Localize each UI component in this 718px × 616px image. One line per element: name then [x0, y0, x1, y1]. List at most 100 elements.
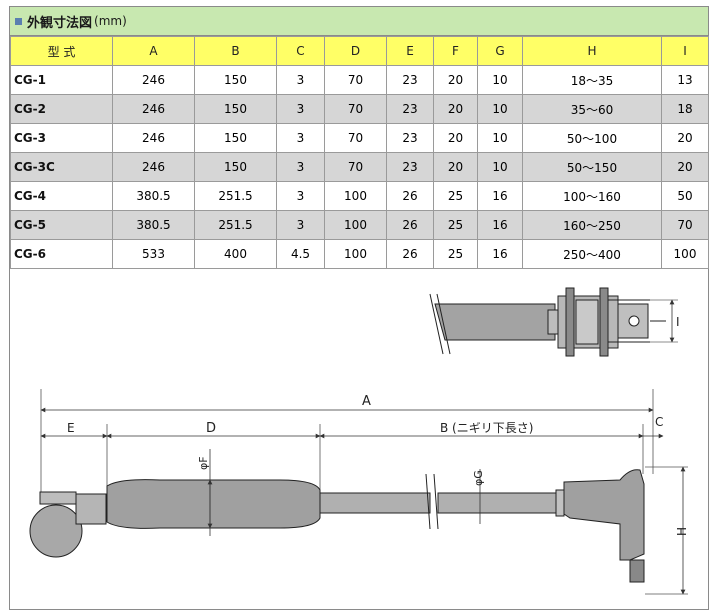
value-cell: 25: [433, 239, 478, 269]
value-cell: 26: [386, 239, 434, 269]
label-a: A: [362, 394, 371, 409]
column-header: E: [386, 36, 434, 66]
value-cell: 20: [433, 94, 478, 124]
value-cell: 150: [194, 152, 277, 182]
value-cell: 3: [276, 65, 325, 95]
value-cell: 160～250: [522, 210, 662, 240]
value-cell: 246: [112, 65, 195, 95]
value-cell: 50～100: [522, 123, 662, 153]
value-cell: 13: [661, 65, 709, 95]
column-header: I: [661, 36, 709, 66]
model-cell: CG-1: [10, 65, 113, 95]
value-cell: 100: [661, 239, 709, 269]
value-cell: 3: [276, 181, 325, 211]
square-bullet-icon: [15, 17, 22, 25]
value-cell: 246: [112, 94, 195, 124]
value-cell: 50～150: [522, 152, 662, 182]
value-cell: 400: [194, 239, 277, 269]
value-cell: 70: [324, 152, 387, 182]
model-cell: CG-5: [10, 210, 113, 240]
panel-title: 外観寸法図: [27, 15, 93, 31]
model-cell: CG-3C: [10, 152, 113, 182]
value-cell: 10: [477, 94, 523, 124]
value-cell: 150: [194, 123, 277, 153]
value-cell: 25: [433, 181, 478, 211]
panel-title-unit: (mm): [94, 14, 127, 28]
value-cell: 20: [433, 152, 478, 182]
label-d: D: [206, 421, 216, 436]
value-cell: 25: [433, 210, 478, 240]
column-header: F: [433, 36, 478, 66]
value-cell: 70: [324, 65, 387, 95]
value-cell: 3: [276, 94, 325, 124]
value-cell: 23: [386, 94, 434, 124]
value-cell: 4.5: [276, 239, 325, 269]
value-cell: 250～400: [522, 239, 662, 269]
value-cell: 10: [477, 152, 523, 182]
value-cell: 70: [661, 210, 709, 240]
value-cell: 23: [386, 152, 434, 182]
label-i: I: [676, 315, 680, 329]
value-cell: 251.5: [194, 210, 277, 240]
value-cell: 16: [477, 210, 523, 240]
model-cell: CG-4: [10, 181, 113, 211]
value-cell: 100: [324, 210, 387, 240]
value-cell: 150: [194, 65, 277, 95]
column-header: A: [112, 36, 195, 66]
value-cell: 380.5: [112, 210, 195, 240]
label-h: H: [675, 527, 689, 536]
value-cell: 10: [477, 123, 523, 153]
column-header: D: [324, 36, 387, 66]
value-cell: 3: [276, 210, 325, 240]
label-g: φG: [472, 470, 485, 486]
value-cell: 100: [324, 181, 387, 211]
value-cell: 70: [324, 94, 387, 124]
value-cell: 18: [661, 94, 709, 124]
column-header: G: [477, 36, 523, 66]
value-cell: 23: [386, 123, 434, 153]
value-cell: 16: [477, 181, 523, 211]
label-e: E: [67, 421, 75, 435]
column-header: C: [276, 36, 325, 66]
value-cell: 100～160: [522, 181, 662, 211]
value-cell: 100: [324, 239, 387, 269]
dimension-drawing: I A E D B (ニギリ下長さ) C: [10, 274, 708, 609]
label-b: B (ニギリ下長さ): [440, 421, 533, 435]
value-cell: 20: [661, 152, 709, 182]
label-c: C: [655, 415, 663, 429]
value-cell: 3: [276, 123, 325, 153]
value-cell: 18～35: [522, 65, 662, 95]
value-cell: 70: [324, 123, 387, 153]
value-cell: 23: [386, 65, 434, 95]
column-header: 型 式: [10, 36, 113, 66]
value-cell: 26: [386, 210, 434, 240]
value-cell: 246: [112, 152, 195, 182]
column-header: H: [522, 36, 662, 66]
value-cell: 251.5: [194, 181, 277, 211]
column-header: B: [194, 36, 277, 66]
label-f: φF: [197, 456, 210, 470]
value-cell: 246: [112, 123, 195, 153]
gauge-diagram-svg: I A E D B (ニギリ下長さ) C: [29, 287, 689, 595]
value-cell: 16: [477, 239, 523, 269]
panel-title-bar: 外観寸法図 (mm): [10, 7, 708, 36]
value-cell: 20: [661, 123, 709, 153]
value-cell: 3: [276, 152, 325, 182]
value-cell: 26: [386, 181, 434, 211]
value-cell: 35～60: [522, 94, 662, 124]
value-cell: 20: [433, 123, 478, 153]
model-cell: CG-6: [10, 239, 113, 269]
value-cell: 20: [433, 65, 478, 95]
value-cell: 50: [661, 181, 709, 211]
value-cell: 150: [194, 94, 277, 124]
